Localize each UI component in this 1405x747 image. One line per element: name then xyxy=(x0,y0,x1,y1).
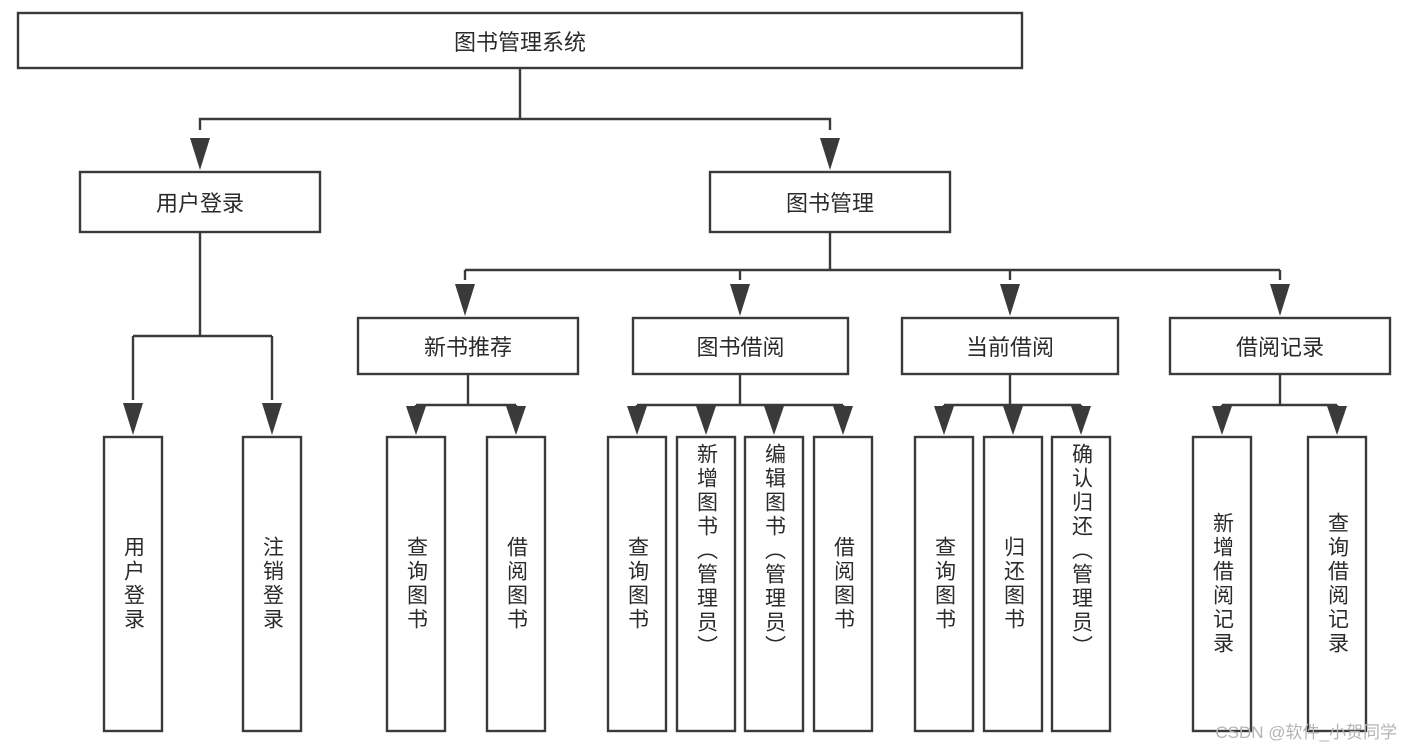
arrowhead-to-user-logout xyxy=(262,403,282,435)
node-box-new-book-recommend[interactable] xyxy=(356,316,580,376)
connector-group-root xyxy=(190,68,840,170)
connector-root-stem xyxy=(198,68,832,130)
connector-br-bus xyxy=(1220,374,1339,412)
arrowhead-to-book-management xyxy=(820,138,840,170)
node-box-nbr-borrow-book[interactable] xyxy=(485,435,547,733)
connector-group-book-management xyxy=(455,232,1290,316)
arrowhead-to-borrow-records xyxy=(1270,284,1290,316)
connector-book-management-bus xyxy=(463,232,1282,280)
node-box-br-add-record[interactable] xyxy=(1191,435,1253,733)
arrowhead-to-cb-query-book xyxy=(934,406,954,435)
node-box-cb-confirm-return[interactable] xyxy=(1050,435,1112,733)
node-box-bb-borrow-book[interactable] xyxy=(812,435,874,733)
arrowhead-to-book-borrow xyxy=(730,284,750,316)
node-box-borrow-records[interactable] xyxy=(1168,316,1392,376)
node-box-book-borrow[interactable] xyxy=(631,316,850,376)
arrowhead-to-bb-edit-book xyxy=(764,406,784,435)
connector-user-login-stem xyxy=(131,232,274,400)
arrowhead-to-bb-add-book xyxy=(696,406,716,435)
arrowhead-to-nbr-query-book xyxy=(406,406,426,435)
node-box-br-query-record[interactable] xyxy=(1306,435,1368,733)
connector-group-new-book-recommend xyxy=(406,374,526,435)
arrowhead-to-cb-return-book xyxy=(1003,406,1023,435)
node-box-root[interactable] xyxy=(16,11,1024,70)
arrowhead-to-nbr-borrow-book xyxy=(506,406,526,435)
node-box-bb-query-book[interactable] xyxy=(606,435,668,733)
node-box-user-login-do[interactable] xyxy=(102,435,164,733)
node-box-cb-query-book[interactable] xyxy=(913,435,975,733)
arrowhead-to-br-query-record xyxy=(1327,406,1347,435)
connector-group-book-borrow xyxy=(627,374,853,435)
node-box-nbr-query-book[interactable] xyxy=(385,435,447,733)
node-box-book-management[interactable] xyxy=(708,170,952,234)
arrowhead-to-user-login xyxy=(190,138,210,170)
node-box-current-borrow[interactable] xyxy=(900,316,1120,376)
arrowhead-to-cb-confirm-return xyxy=(1071,406,1091,435)
connector-group-user-login xyxy=(123,232,282,435)
arrowhead-to-bb-borrow-book xyxy=(833,406,853,435)
arrowhead-to-current-borrow xyxy=(1000,284,1020,316)
node-box-cb-return-book[interactable] xyxy=(982,435,1044,733)
arrowhead-to-new-book-recommend xyxy=(455,284,475,316)
connector-bb-bus xyxy=(635,374,845,412)
arrowhead-to-user-login-do xyxy=(123,403,143,435)
node-box-bb-edit-book[interactable] xyxy=(743,435,805,733)
node-box-user-login[interactable] xyxy=(78,170,322,234)
connector-group-borrow-records xyxy=(1212,374,1347,435)
connector-group-current-borrow xyxy=(934,374,1091,435)
connector-nbr-bus xyxy=(414,374,518,412)
arrowhead-to-br-add-record xyxy=(1212,406,1232,435)
arrowhead-to-bb-query-book xyxy=(627,406,647,435)
node-box-user-logout[interactable] xyxy=(241,435,303,733)
node-box-bb-add-book[interactable] xyxy=(675,435,737,733)
